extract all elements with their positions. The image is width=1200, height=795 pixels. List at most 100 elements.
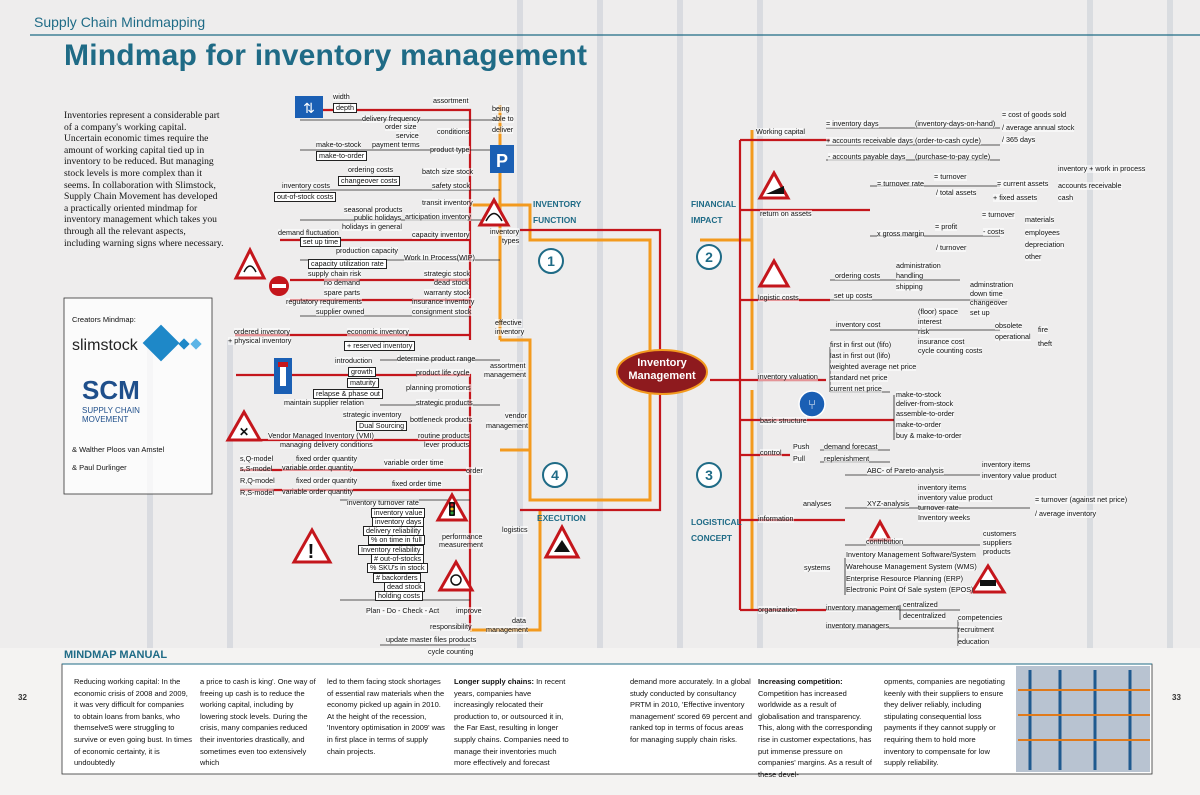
mindmap-node: vendor xyxy=(505,411,527,420)
mindmap-node: safety stock xyxy=(432,181,470,190)
mindmap-node: update master files products xyxy=(386,635,477,644)
manual-col-7: opments, companies are negotiating keenl… xyxy=(884,677,1005,768)
mindmap-node: set up time xyxy=(300,237,342,247)
mindmap-node: adminstration xyxy=(970,280,1014,289)
mindmap-node: customers xyxy=(983,529,1017,538)
mindmap-node: interest xyxy=(918,317,942,326)
mindmap-node: inventory items xyxy=(982,460,1031,469)
warning-sign-skid-icon xyxy=(233,246,267,280)
mindmap-node: = turnover (against net price) xyxy=(1035,495,1128,504)
mindmap-node: deliver-from-stock xyxy=(896,399,954,408)
mindmap-node: order size xyxy=(385,122,417,131)
mindmap-node: + reserved inventory xyxy=(344,341,416,351)
mindmap-node: strategic inventory xyxy=(343,410,402,419)
mindmap-node: + fixed assets xyxy=(993,193,1038,202)
manual-col-6: Increasing competition: Competition has … xyxy=(758,676,878,780)
mindmap-node: set up costs xyxy=(834,291,873,300)
mindmap-node: (floor) space xyxy=(918,307,958,316)
mindmap-node: x gross margin xyxy=(877,229,925,238)
mindmap-node: Working capital xyxy=(756,127,806,136)
mindmap-node: demand fluctuation xyxy=(278,228,339,237)
mindmap-node: inventory costs xyxy=(282,181,330,190)
mindmap-node: products xyxy=(983,547,1011,556)
mindmap-node: / total assets xyxy=(936,188,977,197)
page-number-left: 32 xyxy=(18,693,27,702)
mindmap-node: supply chain risk xyxy=(308,269,362,278)
mindmap-node: education xyxy=(958,637,990,646)
intro-text: Inventories represent a considerable par… xyxy=(64,110,224,249)
mindmap-node: data xyxy=(512,616,526,625)
mindmap-node: width xyxy=(333,92,350,101)
mindmap-node: recruitment xyxy=(958,625,994,634)
mindmap-node: economic inventory xyxy=(347,327,409,336)
svg-text:⇅: ⇅ xyxy=(303,101,315,117)
mindmap-node: maturity xyxy=(347,378,379,388)
mindmap-node: conditions xyxy=(437,127,470,136)
mindmap-node: inventory cost xyxy=(836,320,881,329)
mindmap-node: management xyxy=(486,421,528,430)
mindmap-node: employees xyxy=(1025,228,1060,237)
mindmap-node: ordering costs xyxy=(835,271,881,280)
mindmap-node: set up xyxy=(970,308,990,317)
mindmap-node: inventory xyxy=(490,227,520,236)
mindmap-node: = cost of goods sold xyxy=(1002,110,1067,119)
mindmap-node: suppliers xyxy=(983,538,1012,547)
mindmap-node: delivery frequency xyxy=(362,114,421,123)
mindmap-node: able to xyxy=(492,114,514,123)
mindmap-node: ABC- of Pareto-analysis xyxy=(867,466,944,475)
mindmap-node: basic structure xyxy=(760,416,807,425)
mindmap-node: systems xyxy=(804,563,831,572)
mindmap-node: ordered inventory xyxy=(234,327,290,336)
mindmap-node: make-to-stock xyxy=(896,390,942,399)
mindmap-node: analyses xyxy=(803,499,832,508)
mindmap-node: last in first out (lifo) xyxy=(830,351,891,360)
mindmap-node: turnover rate xyxy=(918,503,959,512)
mindmap-node: fixed order quantity xyxy=(296,454,358,463)
mindmap-node: administration xyxy=(896,261,941,270)
mindmap-node: weighted average net price xyxy=(830,362,917,371)
mindmap-node: first in first out (fifo) xyxy=(830,340,892,349)
branch-execution: EXECUTION xyxy=(537,513,586,523)
mindmap-node: insurance inventory xyxy=(412,297,475,306)
mindmap-node: down time xyxy=(970,289,1003,298)
mindmap-node: order xyxy=(466,466,483,475)
mindmap-node: Inventory weeks xyxy=(918,513,970,522)
manual-col-4-body: In recent years, companies have increasi… xyxy=(454,677,569,768)
creator-person-1: & Walther Ploos van Amstel xyxy=(72,445,165,454)
mindmap-node: depreciation xyxy=(1025,240,1065,249)
mindmap-node: operational xyxy=(995,332,1031,341)
mindmap-node: variable order time xyxy=(384,458,444,467)
mindmap-node: ordering costs xyxy=(348,165,394,174)
mindmap-node: risk xyxy=(918,327,930,336)
mindmap-node: dead stock xyxy=(434,278,469,287)
mindmap-node: - costs xyxy=(983,227,1005,236)
mindmap-node: % on time in full xyxy=(368,535,425,545)
mindmap-node: (purchase-to-pay cycle) xyxy=(915,152,991,161)
mindmap-node: current net price xyxy=(830,384,882,393)
mindmap-node: effective xyxy=(495,318,522,327)
mindmap-node: fixed order quantity xyxy=(296,476,358,485)
mindmap-node: inventory managers xyxy=(826,621,890,630)
mindmap-node: = turnover xyxy=(934,172,967,181)
mindmap-node: variable order quantity xyxy=(282,487,354,496)
mindmap-node: holding costs xyxy=(375,591,423,601)
mindmap-node: warranty stock xyxy=(424,288,471,297)
manual-title: MINDMAP MANUAL xyxy=(64,649,168,661)
mindmap-node: consignment stock xyxy=(412,307,472,316)
mindmap-node: types xyxy=(502,236,520,245)
mindmap-node: public holidays xyxy=(354,213,402,222)
center-line-2: Management xyxy=(628,370,696,382)
mindmap-node: depth xyxy=(333,103,357,113)
mindmap-node: replenishment xyxy=(824,454,870,463)
mindmap-node: information xyxy=(758,514,794,523)
mindmap-node: introduction xyxy=(335,356,373,365)
slimstock-logo-mark-icon xyxy=(142,324,202,362)
manual-col-1: Reducing working capital: In the economi… xyxy=(74,677,192,768)
mindmap-node: Inventory Management Software/System xyxy=(846,550,976,559)
mindmap-node: fixed order time xyxy=(392,479,442,488)
mindmap-node: improve xyxy=(456,606,482,615)
mindmap-node: return on assets xyxy=(760,209,812,218)
slimstock-logo: slimstock xyxy=(72,337,138,354)
mindmap-node: decentralized xyxy=(903,611,946,620)
mindmap-node: make-to-stock xyxy=(316,140,362,149)
